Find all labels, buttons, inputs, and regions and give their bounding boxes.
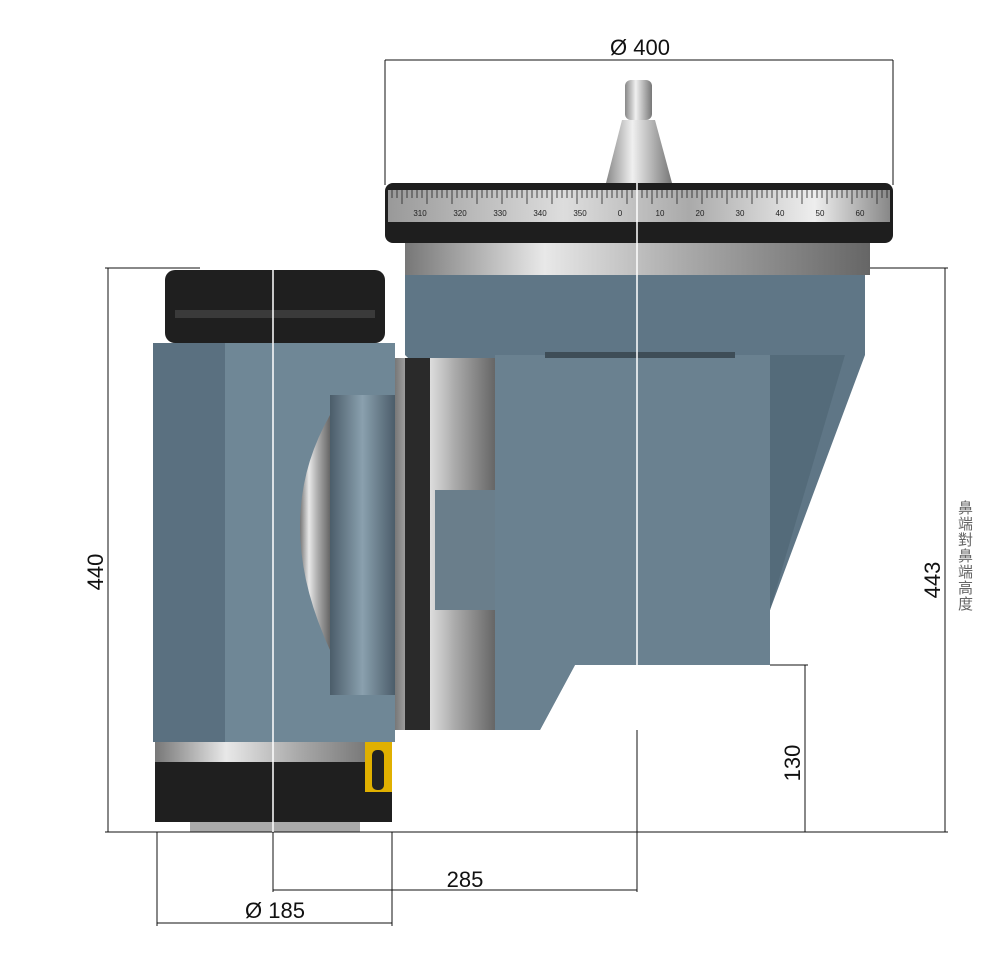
dial-scale-label: 50 — [816, 209, 825, 218]
tool-spindle — [606, 80, 672, 183]
right-height-label: 443 — [920, 562, 945, 599]
dial-scale-label: 330 — [493, 209, 507, 218]
dial-scale-label: 30 — [736, 209, 745, 218]
dial-scale-label: 10 — [656, 209, 665, 218]
dimension-lines — [105, 59, 948, 926]
centerlines — [272, 183, 638, 832]
dial-ticks — [391, 190, 888, 204]
left-height-label: 440 — [83, 554, 108, 591]
top-diameter-label: Ø 400 — [610, 35, 670, 60]
center-distance-label: 285 — [447, 867, 484, 892]
dial-scale-label: 320 — [453, 209, 467, 218]
dial-scale-label: 310 — [413, 209, 427, 218]
bottom-diameter-label: Ø 185 — [245, 898, 305, 923]
dial-scale-label: 20 — [696, 209, 705, 218]
right-angle-housing — [405, 275, 865, 730]
dial-scale-label: 0 — [618, 209, 623, 218]
dial-scale-label: 60 — [856, 209, 865, 218]
dial-scale-label: 340 — [533, 209, 547, 218]
dial-scale-label: 40 — [776, 209, 785, 218]
rotary-dial: 310 320 330 340 350 0 10 20 30 40 50 60 — [385, 183, 893, 243]
dial-scale-labels: 310 320 330 340 350 0 10 20 30 40 50 60 — [413, 209, 865, 218]
offset-height-label: 130 — [780, 745, 805, 782]
left-housing — [153, 270, 395, 832]
index-gear-section — [395, 358, 495, 730]
dial-scale-label: 350 — [573, 209, 587, 218]
nose-to-nose-height-note: 鼻端對鼻端高度 — [956, 500, 974, 612]
